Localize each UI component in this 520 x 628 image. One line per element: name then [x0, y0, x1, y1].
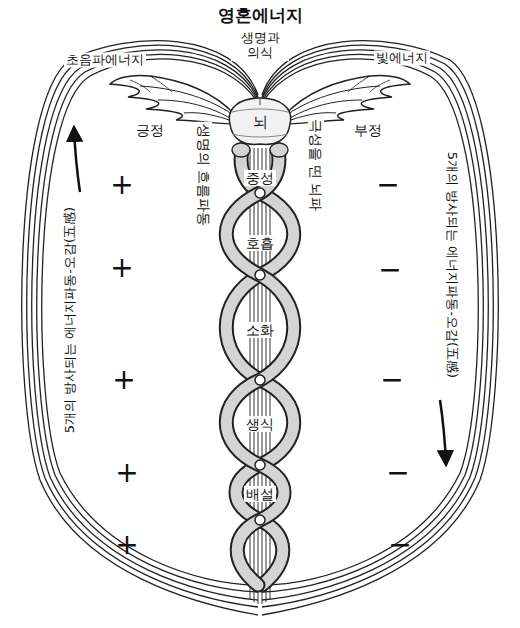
staff-label: 호흡: [244, 235, 276, 251]
staff-label: 중성: [244, 170, 276, 186]
staff-label: 배설: [244, 486, 276, 502]
side-wave-label: 5개의 방사되는 에너지파동-오감(五感): [445, 150, 460, 380]
side-label: 긍정: [134, 122, 166, 138]
minus-sign: −: [388, 529, 411, 561]
wing-label: 빛에너지: [374, 51, 430, 66]
vertical-label: 생명의 흐름파동: [196, 122, 212, 228]
top-label: 영혼에너지: [216, 6, 305, 26]
minus-sign: −: [386, 457, 409, 489]
staff-label: 소화: [244, 322, 276, 338]
plus-sign: +: [115, 529, 138, 561]
side-wave-label: 5개의 방사되는 에너지파동-오감(五感): [63, 205, 78, 435]
staff-label: 생식: [244, 416, 276, 432]
vertical-label: 극성을 띤 뇌파: [308, 117, 324, 214]
plus-sign: +: [110, 252, 133, 284]
plus-sign: +: [112, 364, 135, 396]
wing-label: 초음파에너지: [64, 53, 146, 68]
minus-sign: −: [380, 364, 403, 396]
plus-sign: +: [115, 457, 138, 489]
plus-sign: +: [110, 169, 133, 201]
side-label: 부정: [352, 122, 384, 138]
minus-sign: −: [378, 254, 401, 286]
minus-sign: −: [376, 169, 399, 201]
brain-shape: 뇌: [224, 94, 296, 150]
sub-label: 생명과 의식: [231, 31, 289, 61]
brain-label: 뇌: [253, 113, 268, 132]
